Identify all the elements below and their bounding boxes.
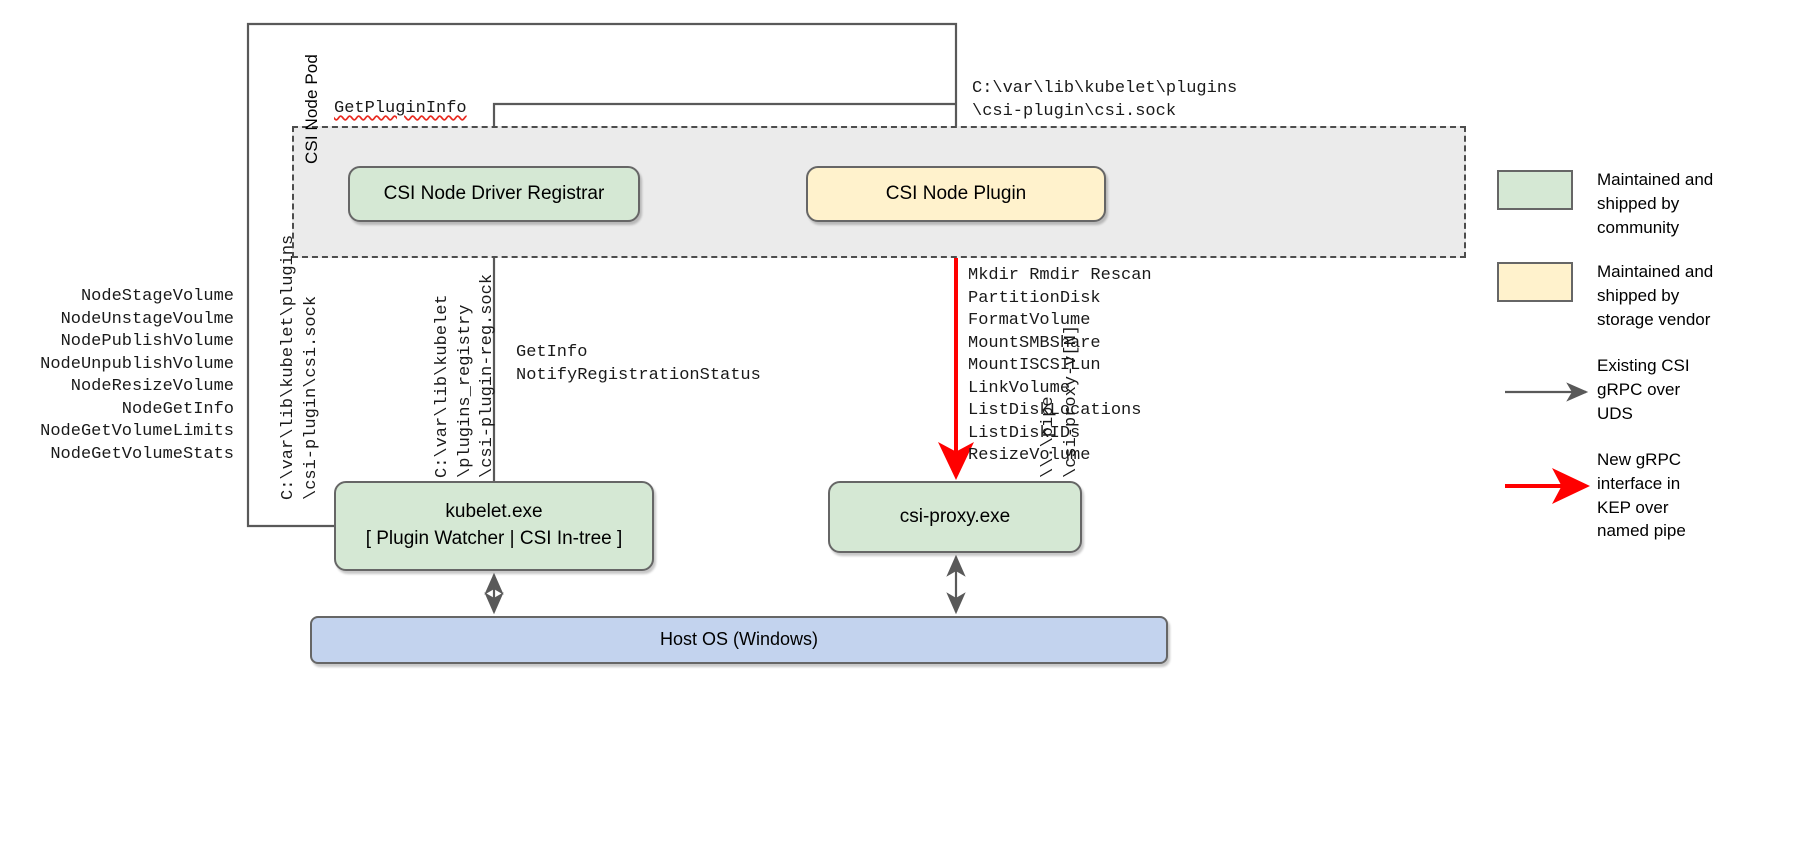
legend-item-community: Maintained and shipped by community: [1497, 166, 1713, 239]
legend-swatch-green-icon: [1497, 170, 1573, 210]
label-csi-proxy-api-list: Mkdir Rmdir Rescan PartitionDisk FormatV…: [968, 266, 1152, 465]
node-label: CSI Node Driver Registrar: [383, 182, 605, 204]
legend-arrow-red-cell: [1497, 446, 1597, 468]
label-path-kubelet-csi-sock: C:\var\lib\kubelet\plugins \csi-plugin\c…: [279, 234, 321, 500]
label-node-service-rpc-list: NodeStageVolume NodeUnstageVoulme NodePu…: [40, 287, 234, 464]
legend-item-existing-csi-grpc: Existing CSI gRPC over UDS: [1497, 352, 1690, 425]
node-label: csi-proxy.exe: [899, 505, 1011, 527]
legend-swatch-wrap: [1497, 166, 1597, 210]
legend-item-storage-vendor: Maintained and shipped by storage vendor: [1497, 258, 1713, 331]
legend-label: Existing CSI gRPC over UDS: [1597, 356, 1690, 423]
node-label-secondary: [ Plugin Watcher | CSI In-tree ]: [365, 528, 623, 549]
legend-item-new-grpc-kep: New gRPC interface in KEP over named pip…: [1497, 446, 1686, 543]
node-csi-node-driver-registrar[interactable]: CSI Node Driver Registrar: [348, 166, 640, 222]
label-csi-sock-path-top: C:\var\lib\kubelet\plugins \csi-plugin\c…: [972, 79, 1238, 121]
node-kubelet-exe[interactable]: kubelet.exe [ Plugin Watcher | CSI In-tr…: [334, 481, 654, 571]
legend-arrow-gray-cell: [1497, 352, 1597, 374]
label-registration-calls: GetInfo NotifyRegistrationStatus: [516, 343, 761, 385]
node-host-os[interactable]: Host OS (Windows): [310, 616, 1168, 664]
legend-label: Maintained and shipped by community: [1597, 170, 1714, 237]
label-path-plugins-registry: C:\var\lib\kubelet \plugins_registry \cs…: [433, 273, 497, 478]
node-label: CSI Node Plugin: [885, 182, 1027, 204]
legend-swatch-wrap: [1497, 258, 1597, 302]
label-get-plugin-info: GetPluginInfo: [334, 99, 467, 118]
legend-label: Maintained and shipped by storage vendor: [1597, 262, 1714, 329]
node-csi-node-plugin[interactable]: CSI Node Plugin: [806, 166, 1106, 222]
node-label-primary: kubelet.exe: [445, 501, 543, 523]
csi-node-pod-label: CSI Node Pod: [302, 54, 321, 164]
legend-swatch-yellow-icon: [1497, 262, 1573, 302]
node-csi-proxy-exe[interactable]: csi-proxy.exe: [828, 481, 1082, 553]
node-label: Host OS (Windows): [659, 629, 819, 650]
label-path-named-pipe: \\.\pipe \csi-proxy-v[N]: [1039, 324, 1081, 478]
legend-label: New gRPC interface in KEP over named pip…: [1597, 450, 1686, 541]
